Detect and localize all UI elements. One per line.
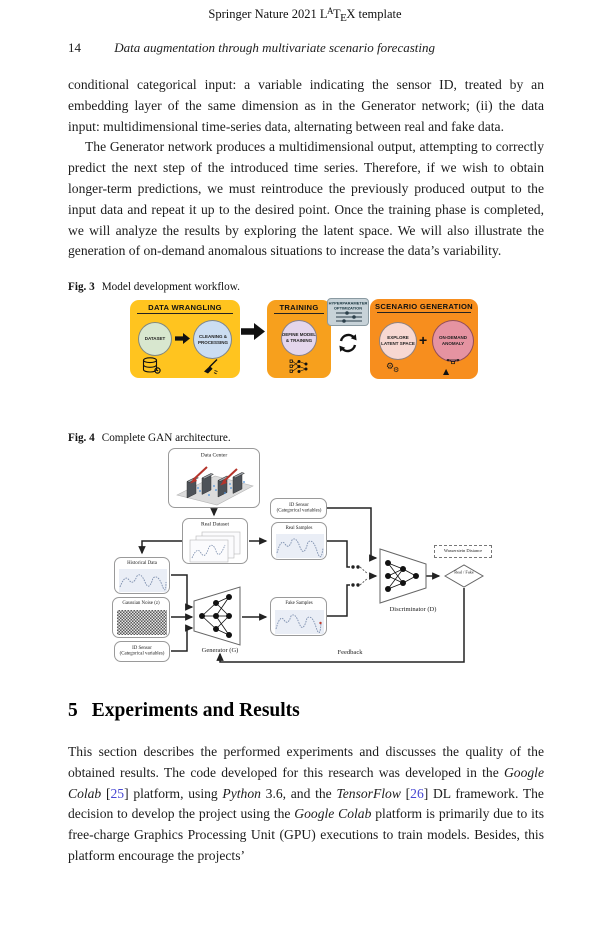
discriminator-network (379, 548, 427, 604)
header-text: Springer Nature 2021 LATEX template (208, 6, 402, 24)
gaussian-noise-node: Gaussian Noise (z) (112, 597, 170, 638)
real-fake-diamond (444, 564, 484, 588)
paragraph-3: This section describes the performed exp… (68, 744, 544, 863)
google-colab-ref: Google Colab (68, 764, 544, 801)
python-ref: Python (222, 785, 261, 801)
fig3-diagram: DATA WRANGLING DATASET CLEANING & PROCES… (128, 294, 480, 392)
real-samples-label: Real Samples (285, 525, 313, 531)
dataset-label: DATASET (144, 336, 166, 342)
warning-triangle-icon: ▲ (443, 367, 450, 376)
fig4-label: Fig. 4 (68, 432, 95, 444)
waveform-chart (276, 534, 324, 558)
paragraph-3-text: This section describes the performed exp… (68, 744, 544, 780)
fig4-caption: Fig. 4 Complete GAN architecture. (68, 432, 544, 444)
id-sensor-bottom-node: ID Sensor(Categorical variables) (114, 641, 170, 662)
section-title: Experiments and Results (91, 700, 300, 721)
page-number: 14 (68, 40, 81, 55)
training-title: TRAINING (279, 303, 319, 312)
real-fake-label-wrap: Real / Fake (447, 569, 481, 583)
title-rule (377, 312, 471, 313)
gaussian-noise-label: Gaussian Noise (z) (122, 600, 160, 606)
real-dataset-label: Real Dataset (201, 521, 229, 527)
plus-icon: + (419, 332, 428, 348)
fig3-caption: Fig. 3 Model development workflow. (68, 281, 544, 293)
fig4-diagram: Data Center (68, 446, 560, 684)
fig3-label: Fig. 3 (68, 281, 95, 293)
paragraph-1: conditional categorical input: a variabl… (68, 77, 544, 134)
id-sensor-label: ID Sensor(Categorical variables) (119, 645, 165, 657)
data-center-node: Data Center (168, 448, 260, 508)
id-sensor-top-node: ID Sensor(Categorical variables) (270, 498, 327, 519)
arrow-right-icon (241, 323, 265, 340)
hyperparameter-title: HYPERPARAMETER OPTIMIZATION (328, 301, 368, 311)
section-heading: 5 Experiments and Results (68, 700, 300, 722)
define-model-circle: DEFINE MODEL & TRAINING (281, 320, 317, 356)
on-demand-anomaly-label: ON-DEMAND ANOMALY (439, 335, 467, 346)
running-title: Data augmentation through multivariate s… (114, 40, 436, 55)
neural-network-icon (289, 359, 308, 373)
running-head: 14 Data augmentation through multivariat… (68, 40, 544, 56)
training-box: TRAINING DEFINE MODEL & TRAINING (267, 300, 331, 378)
drone-icon (446, 359, 460, 365)
discriminator-label: Discriminator (D) (389, 606, 437, 613)
citation-25-link[interactable]: 25 (110, 785, 125, 801)
google-colab-ref: Google Colab (294, 806, 372, 822)
explore-latent-space-label: EXPLORE LATENT SPACE (381, 335, 415, 346)
data-wrangling-title: DATA WRANGLING (148, 303, 222, 312)
title-rule (274, 313, 324, 314)
broom-icon (204, 359, 218, 375)
dataset-circle: DATASET (138, 322, 172, 356)
sliders-icon (336, 311, 362, 323)
real-dataset-node: Real Dataset (182, 518, 248, 564)
latex-logo-a: A (327, 6, 334, 16)
define-model-label: DEFINE MODEL & TRAINING (282, 332, 317, 343)
cleaning-label: CLEANING & PROCESSING (197, 333, 228, 345)
server-racks-illustration (176, 466, 254, 506)
generator-label: Generator (G) (201, 647, 239, 654)
fake-samples-node: Fake Samples (270, 597, 327, 636)
waveform-chart (119, 569, 167, 592)
generator-network (193, 586, 241, 646)
stacked-charts-illustration (189, 531, 241, 563)
data-wrangling-box: DATA WRANGLING DATASET CLEANING & PROCES… (130, 300, 240, 378)
cycle-arrows-icon (339, 333, 357, 353)
scenario-generation-box: SCENARIO GENERATION EXPLORE LATENT SPACE… (370, 299, 478, 379)
hyperparameter-box: HYPERPARAMETER OPTIMIZATION (327, 298, 369, 326)
on-demand-anomaly-circle: ON-DEMAND ANOMALY (432, 320, 474, 362)
wasserstein-distance-label: Wasserstein Distance (443, 548, 483, 553)
page-header: Springer Nature 2021 LATEX template (0, 6, 610, 24)
database-icon (142, 357, 161, 374)
section-number: 5 (68, 700, 78, 721)
id-sensor-label: ID Sensor(Categorical variables) (276, 502, 321, 514)
tensorflow-ref: TensorFlow (336, 785, 401, 801)
noise-texture (117, 610, 167, 635)
historical-data-node: Historical Data (114, 557, 170, 594)
gan-connectors (138, 507, 484, 663)
arrow-right-icon (175, 333, 190, 344)
citation-26-link[interactable]: 26 (410, 785, 424, 801)
body-text-block-1: conditional categorical input: a variabl… (68, 75, 544, 262)
cleaning-circle: CLEANING & PROCESSING (193, 320, 232, 359)
feedback-label: Feedback (337, 649, 363, 656)
latex-logo-e: E (340, 11, 347, 24)
fig4-caption-text: Complete GAN architecture. (101, 432, 231, 444)
real-fake-label: Real / Fake (454, 569, 474, 575)
fake-samples-label: Fake Samples (284, 600, 313, 606)
real-samples-node: Real Samples (271, 522, 327, 560)
explore-latent-space-circle: EXPLORE LATENT SPACE (379, 322, 417, 360)
scenario-title: SCENARIO GENERATION (375, 302, 473, 311)
fig3-caption-text: Model development workflow. (101, 281, 240, 293)
historical-data-label: Historical Data (127, 560, 157, 566)
gear-icon: ⚙ (386, 362, 395, 372)
gear-icon: ⚙ (393, 366, 400, 374)
waveform-chart (275, 610, 324, 634)
body-text-block-2: This section describes the performed exp… (68, 742, 544, 867)
wasserstein-distance-box: Wasserstein Distance (434, 545, 492, 558)
paragraph-2: The Generator network produces a multidi… (68, 139, 544, 259)
title-rule (137, 313, 233, 314)
data-center-label: Data Center (200, 452, 228, 458)
